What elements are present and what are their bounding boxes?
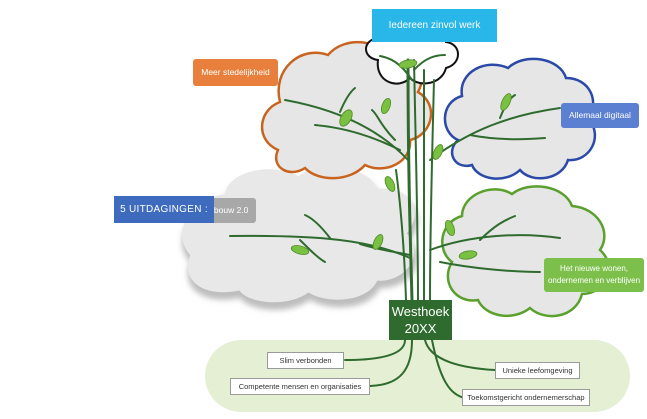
leaf: [290, 245, 310, 255]
challenges-header: 5 UITDAGINGEN :: [114, 196, 214, 223]
center-label-line2: 20XX: [404, 321, 437, 336]
root-box-slim: Slim verbonden: [267, 352, 344, 369]
tree-leaves: [290, 59, 512, 260]
challenge-label-top: Iedereen zinvol werk: [372, 9, 497, 42]
challenge-label-blue: Allemaal digitaal: [561, 103, 639, 128]
leaf: [380, 97, 392, 115]
leaf: [384, 176, 396, 192]
leaf: [444, 219, 456, 237]
leaf: [372, 234, 384, 250]
root-box-competente: Competente mensen en organisaties: [230, 378, 370, 395]
root-box-toekomst: Toekomstgericht ondernemerschap: [462, 389, 590, 406]
leaf: [398, 59, 418, 69]
leaf: [339, 109, 353, 127]
challenge-label-orange: Meer stedelijkheid: [193, 59, 278, 86]
leaf: [500, 93, 512, 111]
leaf: [458, 250, 478, 260]
tree-branches: [229, 54, 561, 273]
leaf: [432, 144, 444, 160]
root-box-unieke: Unieke leefomgeving: [495, 362, 580, 379]
challenge-label-green: Het nieuwe wonen, ondernemen en verblijv…: [544, 258, 644, 292]
center-label: Westhoek 20XX: [389, 300, 452, 340]
tree-roots: [344, 339, 496, 399]
center-label-line1: Westhoek: [391, 304, 450, 319]
tree-trunk: [395, 58, 435, 302]
